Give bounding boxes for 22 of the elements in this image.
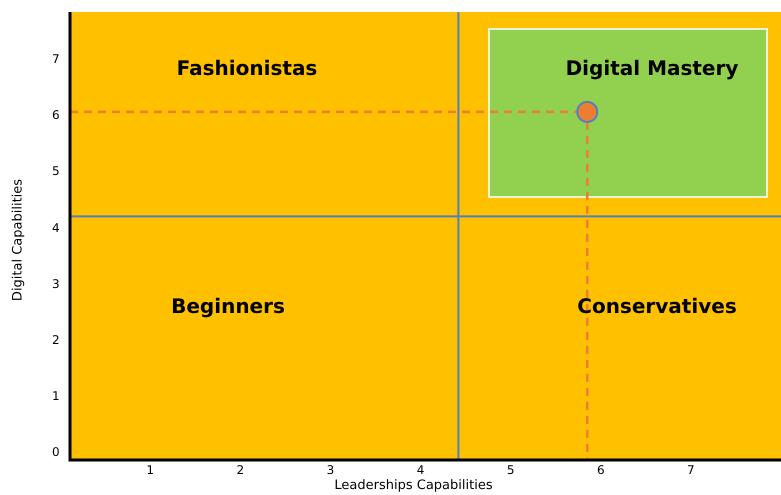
tick-label: 0 xyxy=(52,445,60,460)
zone-box xyxy=(488,28,768,198)
tick-label: 2 xyxy=(52,332,60,347)
tick-label: 6 xyxy=(596,463,605,477)
tick-label: 5 xyxy=(506,463,514,477)
tick-label: 3 xyxy=(326,463,334,477)
zone-title: Digital Mastery xyxy=(566,56,738,80)
tick-label: 2 xyxy=(236,463,244,477)
tick-label: 5 xyxy=(52,164,60,178)
tick-label: 7 xyxy=(687,463,695,477)
quadrant-label: Fashionistas xyxy=(176,56,318,80)
tick-label: 7 xyxy=(52,52,60,66)
axis-title: Digital Capabilities xyxy=(10,178,26,302)
tick-label: 4 xyxy=(416,463,424,477)
tick-label: 1 xyxy=(146,463,154,477)
tick-label: 1 xyxy=(52,389,60,403)
tick-label: 6 xyxy=(52,108,60,122)
tick-label: 3 xyxy=(52,276,60,291)
quadrant-label: Conservatives xyxy=(577,294,737,318)
tick-label: 4 xyxy=(52,220,60,235)
quadrant-label: Beginners xyxy=(171,294,285,318)
axis-title: Leaderships Capabilities xyxy=(334,478,493,493)
